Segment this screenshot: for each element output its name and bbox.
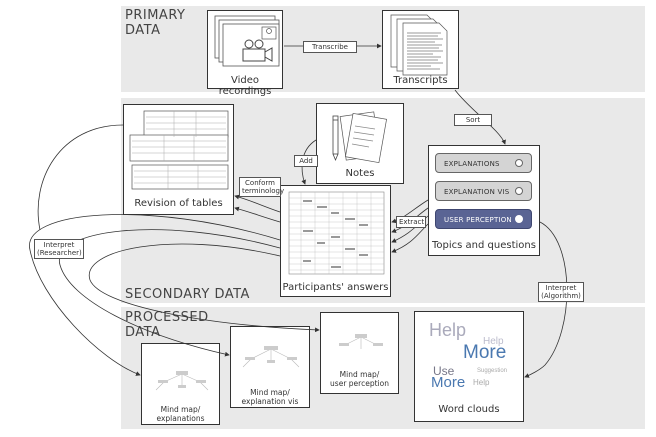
radio-dot-icon — [515, 187, 523, 195]
participants-answers-node[interactable]: Participants' answers — [280, 185, 391, 297]
notes-node[interactable]: Notes — [316, 103, 404, 184]
word-clouds-node[interactable]: Help Help More Use More Help Suggestion … — [414, 311, 524, 422]
topic-user-perception-label: USER PERCEPTION — [444, 216, 512, 224]
revision-of-tables-label: Revision of tables — [134, 198, 223, 209]
topics-and-questions-label: Topics and questions — [432, 240, 536, 251]
mind-map-explanations-node[interactable]: Mind map/ explanations — [141, 343, 220, 425]
wordcloud-word: Help — [429, 320, 467, 340]
table-sheets-icon — [129, 110, 229, 190]
wordcloud-word: More — [463, 342, 507, 363]
topic-explanation-vis[interactable]: EXPLANATION VIS — [435, 181, 532, 201]
radio-dot-icon — [515, 215, 523, 223]
interpret-algorithm-edge-label: Interpret (Algorithm) — [538, 282, 584, 302]
wordcloud-word: Help — [483, 336, 504, 347]
add-edge-label: Add — [294, 155, 318, 167]
topic-explanations[interactable]: EXPLANATIONS — [435, 153, 532, 173]
mind-map-explanation-vis-node[interactable]: Mind map/ explanation vis — [230, 326, 310, 408]
wordcloud-word: More — [431, 374, 466, 391]
mind-map-icon — [339, 334, 383, 349]
transcripts-node[interactable]: Transcripts — [382, 10, 459, 89]
mind-map-user-perception-label: Mind map/ user perception — [330, 370, 389, 388]
topic-user-perception[interactable]: USER PERCEPTION — [435, 209, 532, 229]
mind-map-explanation-vis-label: Mind map/ explanation vis — [241, 388, 299, 406]
topic-explanations-label: EXPLANATIONS — [444, 160, 500, 168]
notes-label: Notes — [345, 168, 375, 179]
video-recordings-node[interactable]: Video recordings — [207, 10, 283, 97]
wordcloud-word: Suggestion — [477, 368, 508, 374]
mind-map-user-perception-node[interactable]: Mind map/ user perception — [320, 312, 399, 394]
sort-edge-label: Sort — [454, 114, 492, 126]
radio-dot-icon — [515, 159, 523, 167]
wordcloud-word: Help — [473, 378, 490, 387]
wordcloud-word: Use — [433, 364, 455, 378]
video-camera-icon — [214, 15, 280, 67]
extract-edge-label: Extract — [396, 216, 426, 228]
participants-answers-label: Participants' answers — [282, 282, 389, 293]
mind-map-explanations-label: Mind map/ explanations — [156, 405, 205, 423]
video-recordings-label: Video recordings — [218, 75, 272, 97]
secondary-data-title: SECONDARY DATA — [125, 287, 250, 302]
processed-data-title: PROCESSED DATA — [125, 310, 209, 340]
document-stack-icon — [390, 14, 448, 76]
transcripts-label: Transcripts — [393, 75, 448, 86]
primary-data-title: PRIMARY DATA — [125, 8, 186, 38]
revision-of-tables-node[interactable]: Revision of tables — [123, 104, 234, 215]
transcribe-edge-label: Transcribe — [303, 41, 357, 53]
word-clouds-label: Word clouds — [438, 404, 500, 415]
notes-pencil-icon — [332, 111, 387, 164]
topics-and-questions-node[interactable]: EXPLANATIONS EXPLANATION VIS USER PERCEP… — [428, 145, 540, 256]
conform-terminology-edge-label: Conform terminology — [239, 177, 284, 197]
interpret-researcher-edge-label: Interpret (Researcher) — [34, 239, 84, 259]
topic-explanation-vis-label: EXPLANATION VIS — [444, 188, 510, 196]
